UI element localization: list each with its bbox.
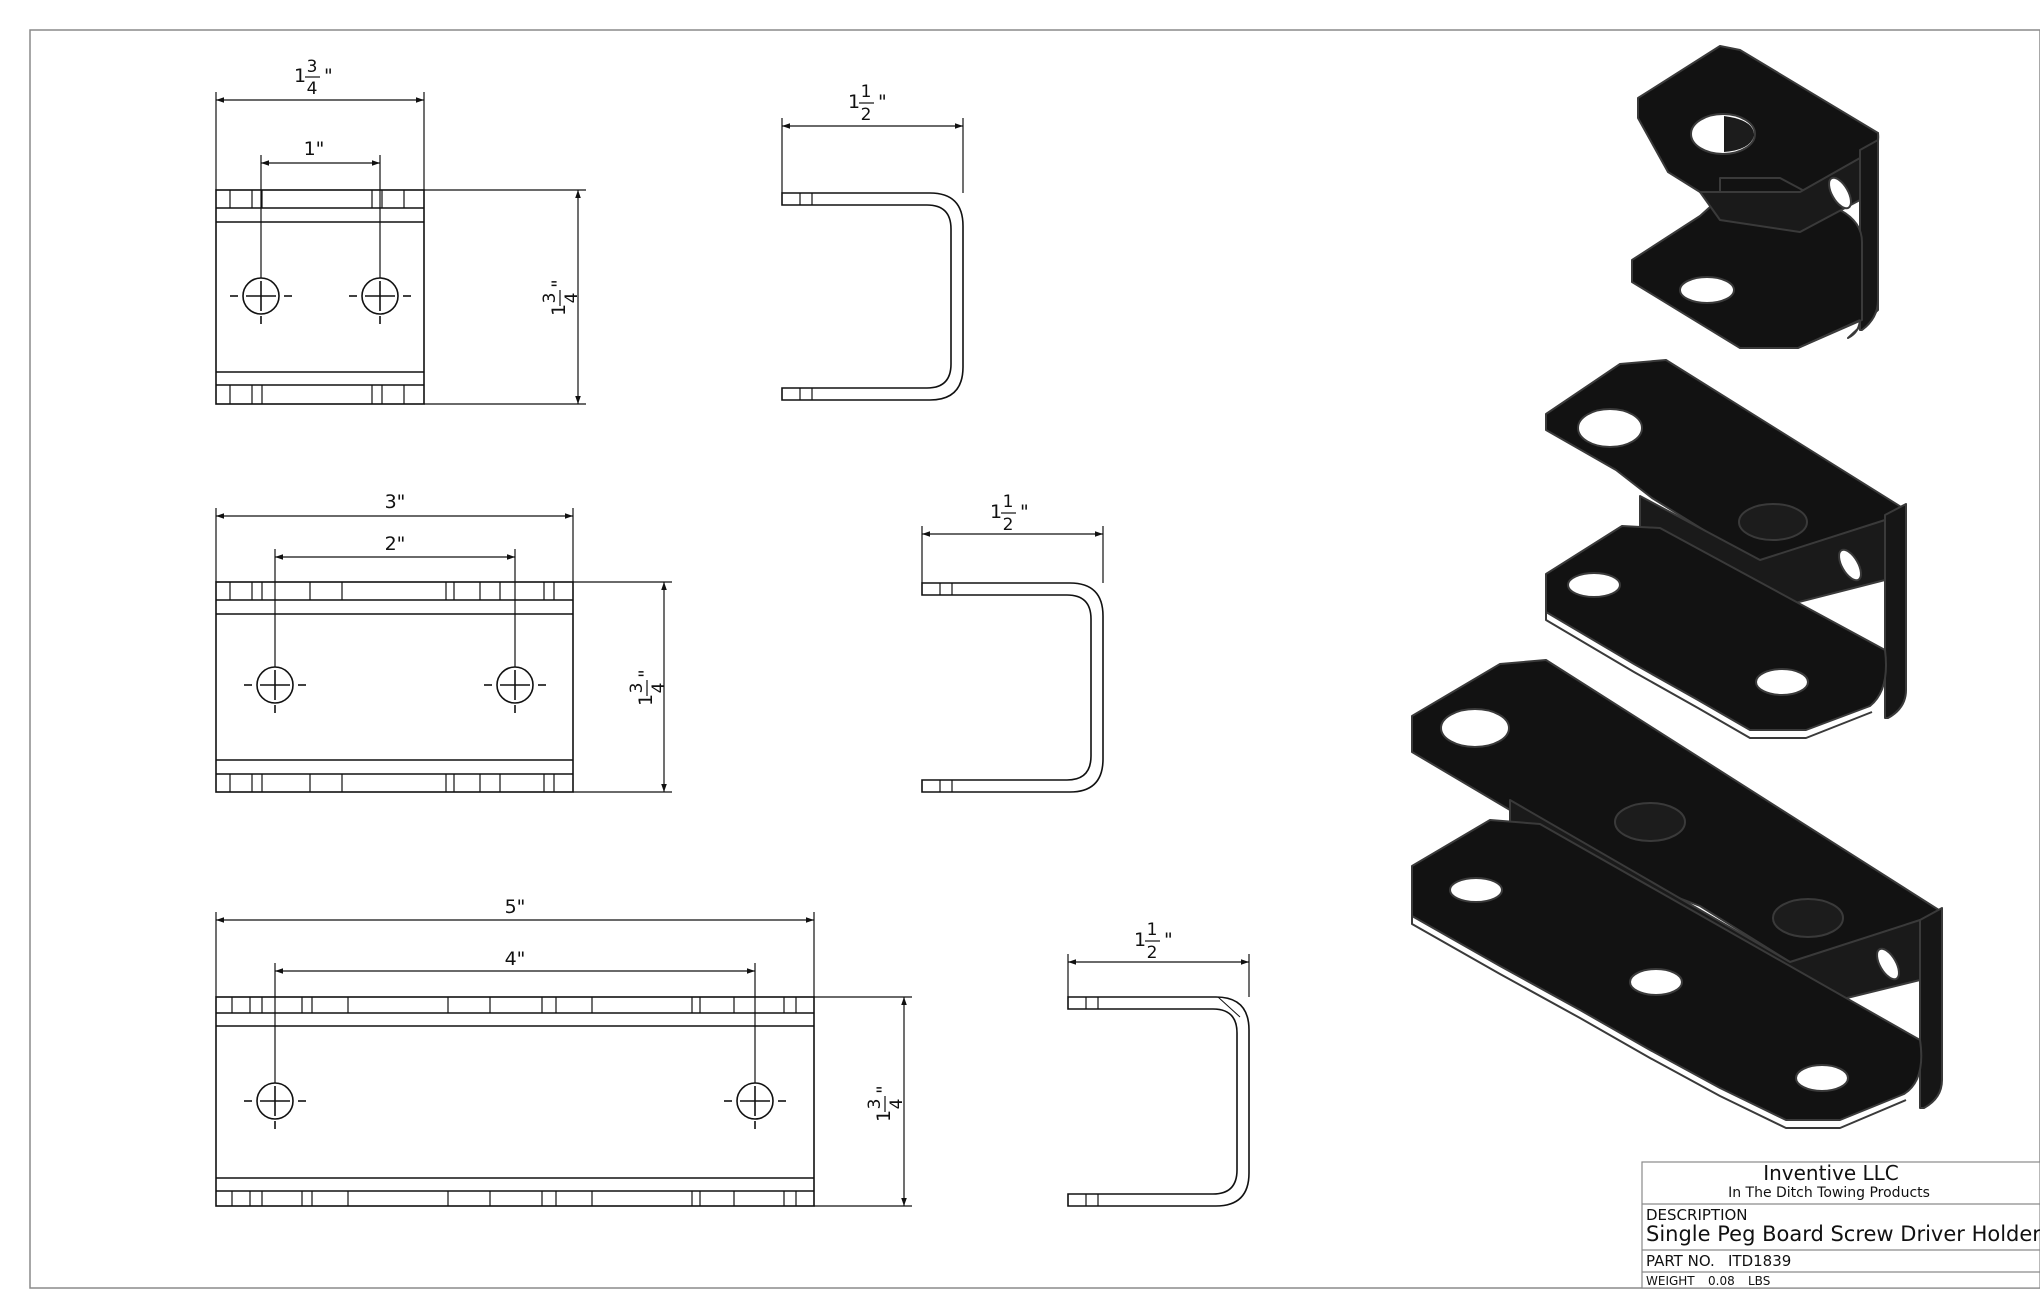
large-side-view [1067, 996, 1250, 1207]
svg-text:4: 4 [649, 683, 669, 694]
large-dimension-hole-spacing: 4" [505, 948, 526, 970]
medium-mounting-holes [244, 666, 546, 713]
small-dimension-lines [215, 92, 586, 405]
svg-text:": " [635, 669, 657, 678]
svg-text:3: 3 [865, 1099, 885, 1110]
svg-text:3: 3 [627, 683, 647, 694]
weight-unit: LBS [1748, 1274, 1770, 1288]
small-front-view [215, 189, 425, 405]
small-side-view [781, 192, 964, 401]
svg-text:3: 3 [540, 293, 560, 304]
title-block [1641, 1161, 2040, 1289]
large-front-view [215, 996, 815, 1207]
medium-dimension-hole-spacing: 2" [385, 533, 406, 555]
svg-text:4: 4 [887, 1099, 907, 1110]
svg-text:1: 1 [861, 82, 872, 102]
large-mounting-holes [244, 1082, 786, 1129]
svg-text:4: 4 [562, 293, 582, 304]
medium-isometric-holes [1567, 408, 1862, 696]
small-dimension-width: 1 3 4 " [294, 57, 333, 99]
description-value: Single Peg Board Screw Driver Holder [1646, 1222, 2040, 1246]
svg-text:1: 1 [548, 304, 570, 316]
svg-text:": " [548, 279, 570, 288]
medium-dimension-width: 3" [385, 491, 406, 513]
large-dimension-lines [215, 912, 912, 1207]
svg-text:": " [873, 1085, 895, 1094]
company-name: Inventive LLC [1763, 1161, 1899, 1185]
svg-text:1: 1 [635, 694, 657, 706]
medium-dimension-lines [215, 508, 672, 793]
large-isometric-holes [1440, 708, 1900, 1092]
small-isometric-holes [1679, 113, 1852, 304]
svg-text:": " [1164, 929, 1173, 951]
svg-text:2: 2 [1147, 943, 1158, 963]
large-dimension-width: 5" [505, 896, 526, 918]
company-subtitle: In The Ditch Towing Products [1728, 1185, 1930, 1201]
part-number-value: ITD1839 [1728, 1252, 1791, 1270]
svg-text:2: 2 [1003, 515, 1014, 535]
large-side-dimension-line [1067, 954, 1250, 997]
large-dimension-height: 1 3 4 " [865, 1085, 907, 1122]
small-dimension-hole-spacing: 1" [304, 138, 325, 160]
weight-value: 0.08 [1708, 1274, 1735, 1288]
large-side-dimension-width: 1 1 2 " [1134, 920, 1173, 963]
medium-side-dimension-line [921, 526, 1104, 583]
medium-dimension-height: 1 3 4 " [627, 669, 669, 706]
svg-text:": " [1020, 501, 1029, 523]
svg-text:1: 1 [1134, 929, 1146, 951]
medium-front-view [215, 581, 574, 793]
svg-text:4: 4 [307, 79, 318, 99]
small-mounting-holes [230, 277, 411, 324]
svg-text:1: 1 [1003, 492, 1014, 512]
small-dimension-height: 1 3 4 " [540, 279, 582, 316]
svg-text:": " [878, 91, 887, 113]
svg-text:1: 1 [848, 91, 860, 113]
svg-text:1: 1 [1147, 920, 1158, 940]
small-isometric-render [1631, 45, 1880, 349]
svg-text:": " [324, 65, 333, 87]
svg-text:3: 3 [307, 57, 318, 77]
medium-side-view [921, 582, 1104, 793]
weight-label: WEIGHT [1646, 1274, 1695, 1288]
svg-text:1: 1 [990, 501, 1002, 523]
medium-side-dimension-width: 1 1 2 " [990, 492, 1029, 535]
part-number-label: PART NO. [1646, 1252, 1715, 1270]
sheet-border [29, 29, 2040, 1289]
svg-text:1: 1 [294, 65, 306, 87]
description-label: DESCRIPTION [1646, 1206, 1748, 1224]
svg-text:1: 1 [873, 1110, 895, 1122]
small-side-dimension-width: 1 1 2 " [848, 82, 887, 125]
svg-text:2: 2 [861, 105, 872, 125]
small-side-dimension-line [781, 118, 964, 193]
